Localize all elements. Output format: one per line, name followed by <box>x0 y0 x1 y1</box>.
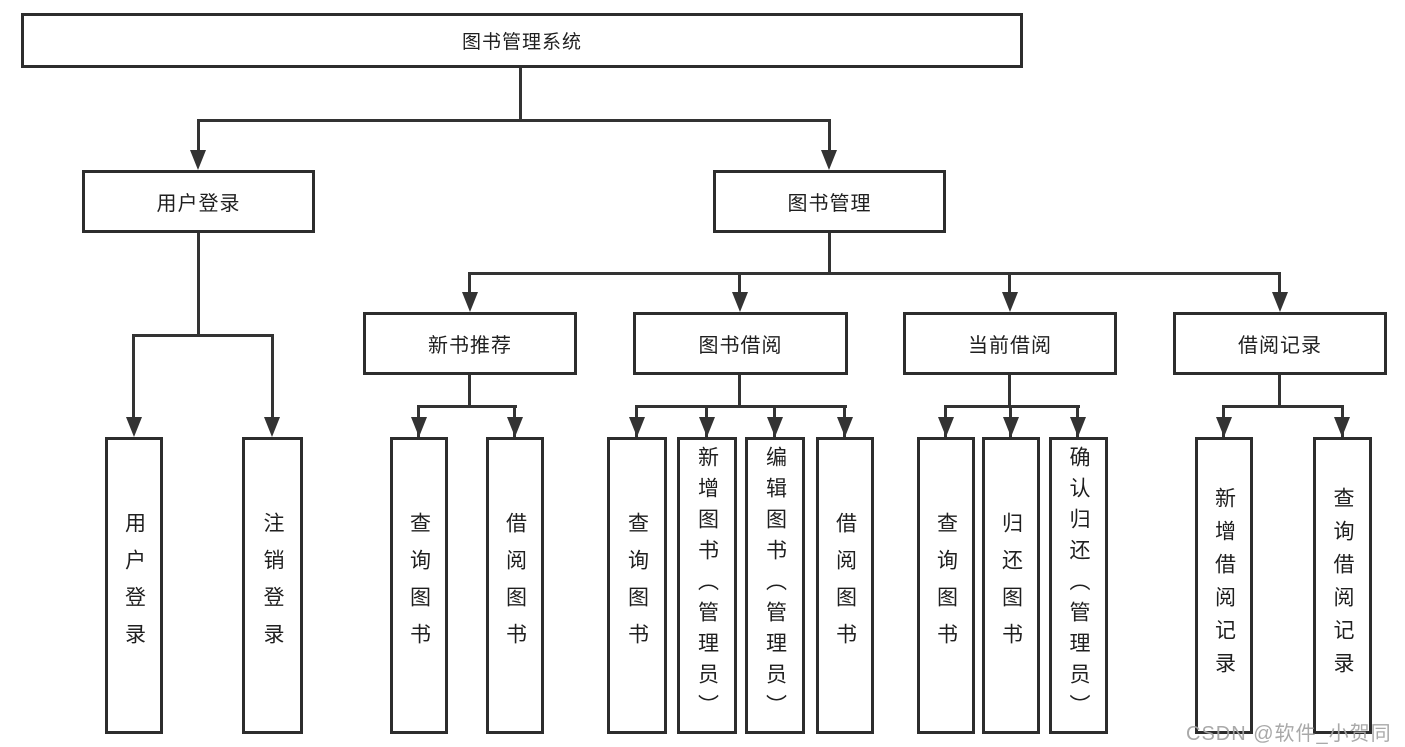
arrow-down-icon <box>837 417 853 437</box>
connector-group-stem <box>738 375 741 408</box>
leaf-return-books: 归还图书 <box>982 437 1040 734</box>
connector-book-mgmt-rail <box>468 272 1281 275</box>
leaf-logout-login: 注销登录 <box>242 437 303 734</box>
connector-stem <box>132 334 135 429</box>
arrow-down-icon <box>732 292 748 312</box>
arrow-down-icon <box>1334 417 1350 437</box>
arrow-down-icon <box>190 150 206 170</box>
connector-group-rail <box>417 405 517 408</box>
arrow-down-icon <box>507 417 523 437</box>
arrow-down-icon <box>821 150 837 170</box>
connector-user-login-stem <box>197 233 200 337</box>
connector-stem <box>1278 272 1281 302</box>
leaf-user-login: 用户登录 <box>105 437 163 734</box>
connector-stem <box>1008 272 1011 302</box>
node-new-book-recommend: 新书推荐 <box>363 312 577 375</box>
arrow-down-icon <box>411 417 427 437</box>
leaf-query-books-borrow: 查询图书 <box>607 437 667 734</box>
connector-stem <box>738 272 741 302</box>
arrow-down-icon <box>699 417 715 437</box>
leaf-query-books-current: 查询图书 <box>917 437 975 734</box>
leaf-edit-books-admin: 编辑图书（管理员） <box>745 437 805 734</box>
leaf-query-borrow-record: 查询借阅记录 <box>1313 437 1372 734</box>
arrow-down-icon <box>767 417 783 437</box>
connector-user-login-rail <box>132 334 274 337</box>
connector-root-rail <box>197 119 831 122</box>
leaf-confirm-return-admin: 确认归还（管理员） <box>1049 437 1108 734</box>
connector-stem <box>468 272 471 302</box>
connector-group-stem <box>1278 375 1281 408</box>
arrow-down-icon <box>1070 417 1086 437</box>
leaf-add-borrow-record: 新增借阅记录 <box>1195 437 1253 734</box>
node-book-management: 图书管理 <box>713 170 946 233</box>
csdn-watermark: CSDN @软件_小贺同学 <box>1186 723 1392 745</box>
connector-group-rail <box>1222 405 1344 408</box>
connector-stem <box>271 334 274 429</box>
leaf-add-books-admin: 新增图书（管理员） <box>677 437 737 734</box>
arrow-down-icon <box>264 417 280 437</box>
arrow-down-icon <box>1272 292 1288 312</box>
leaf-borrow-books-recommend: 借阅图书 <box>486 437 544 734</box>
arrow-down-icon <box>126 417 142 437</box>
node-borrow-records: 借阅记录 <box>1173 312 1387 375</box>
node-user-login: 用户登录 <box>82 170 315 233</box>
arrow-down-icon <box>1216 417 1232 437</box>
connector-group-stem <box>468 375 471 408</box>
connector-stem <box>197 119 200 159</box>
arrow-down-icon <box>938 417 954 437</box>
connector-group-rail <box>944 405 1080 408</box>
node-root: 图书管理系统 <box>21 13 1023 68</box>
connector-group-stem <box>1008 375 1011 408</box>
connector-book-mgmt-stem <box>828 233 831 275</box>
arrow-down-icon <box>1002 292 1018 312</box>
connector-group-rail <box>635 405 847 408</box>
leaf-query-books-recommend: 查询图书 <box>390 437 448 734</box>
arrow-down-icon <box>629 417 645 437</box>
connector-stem <box>828 119 831 159</box>
leaf-borrow-books-borrow: 借阅图书 <box>816 437 874 734</box>
node-book-borrow: 图书借阅 <box>633 312 848 375</box>
connector-root-stem <box>519 68 522 122</box>
node-current-borrow: 当前借阅 <box>903 312 1117 375</box>
arrow-down-icon <box>1003 417 1019 437</box>
arrow-down-icon <box>462 292 478 312</box>
